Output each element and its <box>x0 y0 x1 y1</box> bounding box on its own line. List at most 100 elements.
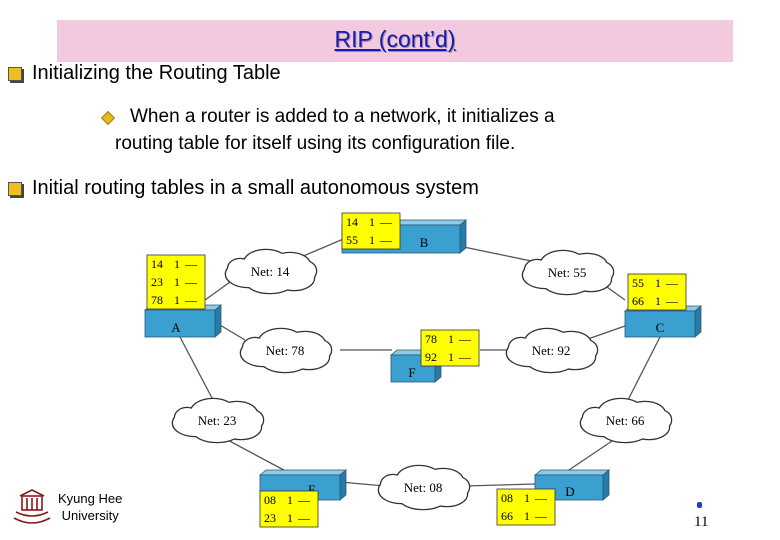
table-next: — <box>297 493 311 507</box>
link-e-net23 <box>221 436 296 477</box>
router-e: E 08 1 — 23 1 — <box>258 469 348 528</box>
link-d-net08 <box>464 483 536 487</box>
table-dest: 14 <box>346 215 358 229</box>
network-cloud-net08: Net: 08 <box>377 464 471 511</box>
router-c: C 55 1 — 66 1 — <box>623 273 703 338</box>
sub-bullet-line1: When a router is added to a network, it … <box>130 106 555 127</box>
university-line1: Kyung Hee <box>58 491 123 506</box>
router-f: F 78 1 — 92 1 — <box>389 329 480 383</box>
bullet-initial-tables: Initial routing tables in a small autono… <box>32 177 479 199</box>
table-next: — <box>297 511 311 525</box>
page-number: 11 <box>694 514 709 530</box>
table-next: — <box>534 509 548 523</box>
router-box <box>534 474 604 501</box>
table-dest: 23 <box>151 275 163 289</box>
university-name: Kyung Hee University <box>58 490 122 524</box>
table-hops: 1 <box>287 511 293 525</box>
slide-title: RIP (cont’d) <box>334 26 456 52</box>
table-next: — <box>665 276 679 290</box>
table-next: — <box>534 491 548 505</box>
table-dest: 08 <box>264 493 276 507</box>
table-hops: 1 <box>369 215 375 229</box>
link-a-net23 <box>179 336 213 399</box>
table-dest: 23 <box>264 511 276 525</box>
table-next: — <box>184 293 198 307</box>
page-marker-icon <box>697 502 702 508</box>
link-c-net66 <box>627 336 661 401</box>
network-cloud-net23: Net: 23 <box>171 397 265 444</box>
network-cloud-net78: Net: 78 <box>239 327 333 374</box>
table-hops: 1 <box>448 332 454 346</box>
router-label: F <box>408 365 415 380</box>
bullet-square-icon <box>8 67 22 81</box>
router-b: B 14 1 — 55 1 — <box>340 212 468 254</box>
network-label-net66: Net: 66 <box>606 413 645 428</box>
router-label: E <box>308 482 316 497</box>
table-hops: 1 <box>174 293 180 307</box>
table-next: — <box>379 233 393 247</box>
router-side <box>602 469 610 501</box>
router-side <box>214 304 222 338</box>
link-a-net14 <box>204 281 231 301</box>
table-next: — <box>458 350 472 364</box>
routing-table <box>341 212 401 250</box>
network-label-net92: Net: 92 <box>532 343 571 358</box>
table-dest: 78 <box>425 332 437 346</box>
table-dest: 92 <box>425 350 437 364</box>
table-dest: 14 <box>151 257 163 271</box>
network-cloud-net14: Net: 14 <box>224 248 318 295</box>
network-label-net78: Net: 78 <box>266 343 305 358</box>
link-d-net66 <box>559 436 619 477</box>
network-label-net23: Net: 23 <box>198 413 237 428</box>
table-dest: 55 <box>346 233 358 247</box>
table-dest: 66 <box>632 294 644 308</box>
table-dest: 55 <box>632 276 644 290</box>
bullet-square-icon <box>8 182 22 196</box>
router-top <box>533 469 611 476</box>
table-hops: 1 <box>448 350 454 364</box>
university-line2: University <box>61 508 119 523</box>
router-box <box>144 309 216 338</box>
table-hops: 1 <box>287 493 293 507</box>
routing-table <box>146 254 206 310</box>
routing-table <box>420 329 480 367</box>
link-c-net92 <box>584 325 626 341</box>
title-bar: RIP (cont’d) <box>57 20 733 62</box>
router-label: A <box>171 320 181 335</box>
routing-table <box>627 273 687 311</box>
network-label-net08: Net: 08 <box>404 480 443 495</box>
router-label: D <box>565 484 574 499</box>
network-label-net55: Net: 55 <box>548 265 587 280</box>
routing-table <box>496 488 556 526</box>
table-dest: 08 <box>501 491 513 505</box>
table-hops: 1 <box>655 294 661 308</box>
table-dest: 78 <box>151 293 163 307</box>
router-box <box>624 310 696 338</box>
table-hops: 1 <box>369 233 375 247</box>
table-next: — <box>665 294 679 308</box>
link-e-net08 <box>339 481 386 487</box>
table-hops: 1 <box>655 276 661 290</box>
router-label: B <box>420 235 429 250</box>
table-next: — <box>379 215 393 229</box>
router-side <box>694 305 702 338</box>
network-cloud-net92: Net: 92 <box>505 327 599 374</box>
router-side <box>339 469 347 501</box>
sub-bullet-line2: routing table for itself using its confi… <box>115 133 516 154</box>
table-hops: 1 <box>524 491 530 505</box>
bullet-initializing: Initializing the Routing Table <box>32 62 281 84</box>
table-next: — <box>184 275 198 289</box>
router-side <box>459 219 467 254</box>
router-top <box>258 469 348 476</box>
table-next: — <box>184 257 198 271</box>
network-cloud-net66: Net: 66 <box>579 397 673 444</box>
university-logo-icon <box>13 489 51 524</box>
routing-table <box>259 490 319 528</box>
network-cloud-net55: Net: 55 <box>521 249 615 296</box>
table-hops: 1 <box>174 257 180 271</box>
table-next: — <box>458 332 472 346</box>
router-label: C <box>656 320 665 335</box>
